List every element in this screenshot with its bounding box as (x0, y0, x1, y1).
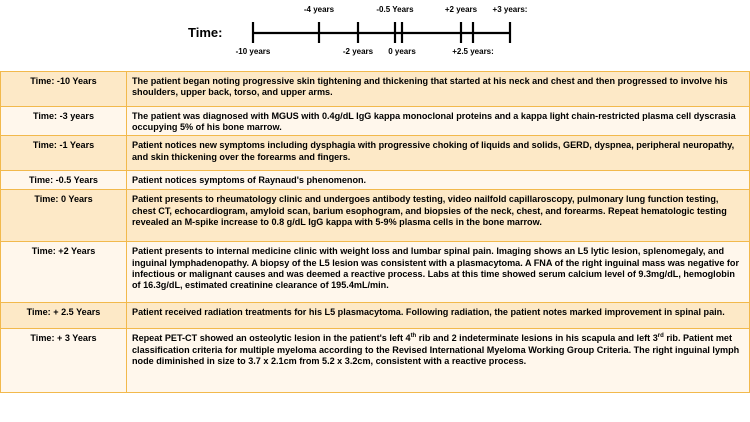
description-text: rib and 2 indeterminate lesions in his s… (416, 333, 658, 344)
description-text: rib. Patient met classification criteria… (132, 333, 740, 366)
event-row: Time: + 3 Years Repeat PET-CT showed an o… (0, 328, 750, 394)
event-time: Time: + 3 Years (0, 328, 127, 394)
timeline-tick-label: +2.5 years: (452, 47, 494, 56)
ordinal-suffix: th (410, 333, 417, 340)
event-description: Repeat PET-CT showed an osteolytic lesio… (126, 328, 750, 394)
timeline-tick-label: 0 years (388, 47, 416, 56)
event-time: Time: +2 Years (0, 241, 127, 304)
event-time: Time: -1 Years (0, 135, 127, 172)
timeline-title: Time: (188, 25, 222, 40)
event-time: Time: -10 Years (0, 71, 127, 107)
timeline-tick-label: -2 years (343, 47, 374, 56)
ordinal-suffix: rd (657, 333, 664, 340)
event-description: The patient was diagnosed with MGUS with… (126, 105, 750, 137)
timeline-tick-label: +2 years (445, 5, 478, 14)
event-time: Time: -0.5 Years (0, 170, 127, 191)
timeline-tick-label: -0.5 Years (376, 5, 414, 14)
event-description: Patient received radiation treatments fo… (126, 302, 750, 330)
event-description: Patient notices symptoms of Raynaud's ph… (126, 170, 750, 191)
event-description: The patient began noting progressive ski… (126, 71, 750, 107)
event-description: Patient presents to rheumatology clinic … (126, 189, 750, 243)
timeline: Time: -10 years -4 years -2 years -0.5 Year… (188, 5, 528, 56)
timeline-tick-label: -10 years (236, 47, 271, 56)
event-time: Time: 0 Years (0, 189, 127, 243)
event-description: Patient presents to internal medicine cl… (126, 241, 750, 304)
timeline-tick-label: +3 years: (493, 5, 528, 14)
event-time: Time: -3 years (0, 105, 127, 137)
description-text: Repeat PET-CT showed an osteolytic lesio… (132, 333, 411, 344)
event-description: Patient notices new symptoms including d… (126, 135, 750, 172)
timeline-tick-label: -4 years (304, 5, 335, 14)
event-time: Time: + 2.5 Years (0, 302, 127, 330)
timeline-ticks: -10 years -4 years -2 years -0.5 Years 0 yea… (236, 5, 528, 56)
